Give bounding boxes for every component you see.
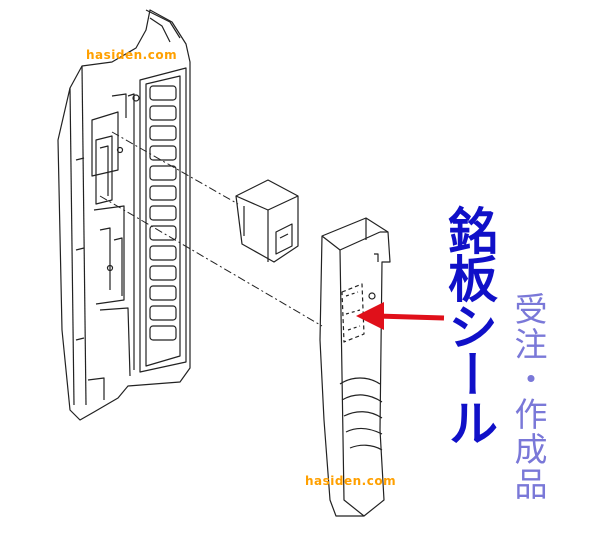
panel-internal-structure — [75, 93, 140, 400]
nameplate-outline — [341, 283, 365, 343]
assembly-lines — [99, 131, 323, 327]
nameplate-label: 銘板シール — [440, 205, 498, 445]
watermark-top: hasiden.com — [86, 48, 178, 62]
arrow-left-icon — [356, 302, 445, 330]
small-bracket — [235, 179, 299, 263]
watermark-bottom: hasiden.com — [305, 474, 397, 488]
back-frame-panel — [57, 9, 191, 421]
cover-panel — [319, 217, 391, 517]
made-to-order-label: 受注・作成品 — [509, 292, 548, 502]
louver-slats — [149, 85, 177, 341]
